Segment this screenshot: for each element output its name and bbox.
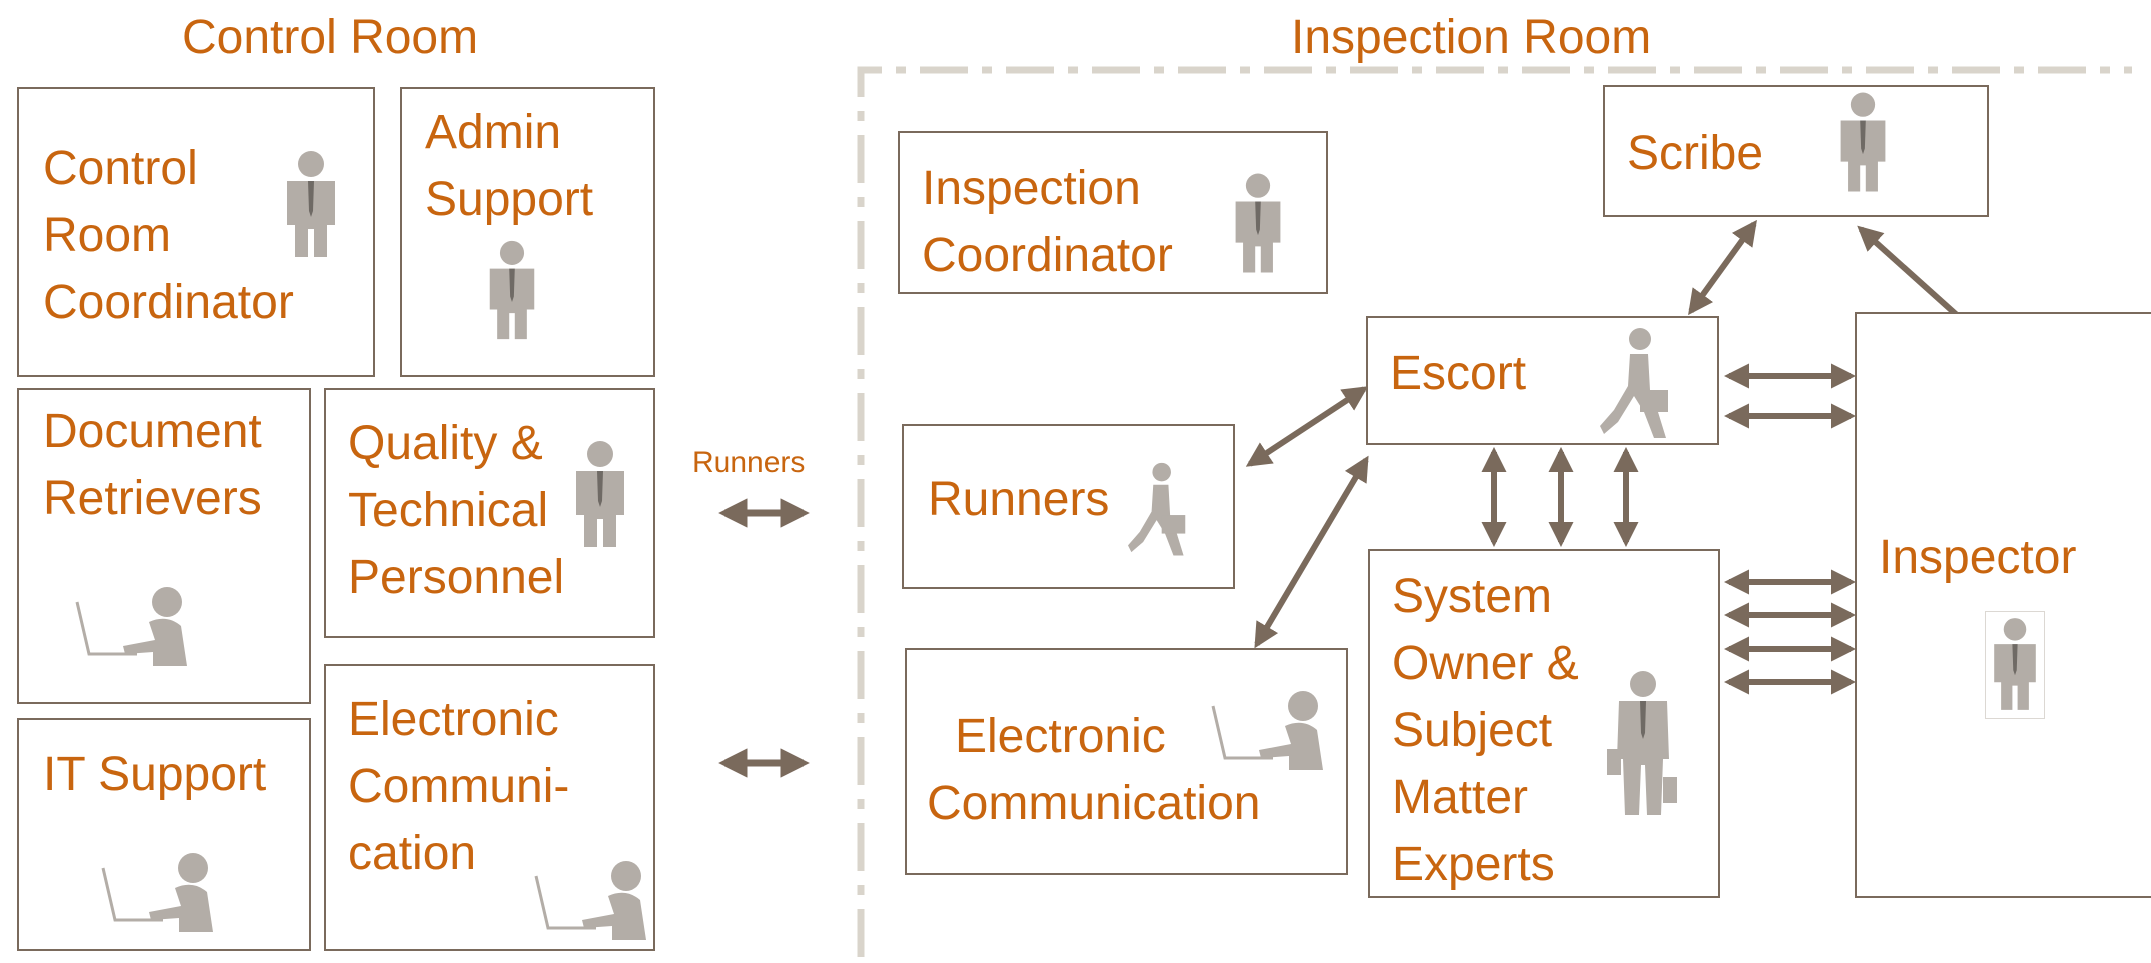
document-retrievers-box: Document Retrievers xyxy=(17,388,311,704)
person-laptop-icon xyxy=(75,587,187,666)
person-standing-icon xyxy=(1994,618,2036,710)
document-retrievers-label: Document Retrievers xyxy=(43,405,262,525)
control-room-coordinator-label: Control Room Coordinator xyxy=(43,142,294,329)
communication-escort-arrow xyxy=(1254,455,1369,649)
system-owner-sme-box: System Owner & Subject Matter Experts xyxy=(1368,549,1720,898)
person-standing-icon xyxy=(287,151,335,257)
admin-support-label: Admin Support xyxy=(425,106,594,226)
inspector-box: Inspector xyxy=(1855,312,2151,898)
person-laptop-icon xyxy=(101,853,213,932)
control-electronic-communication-box: Electronic Communi- cation xyxy=(324,664,655,951)
inspector-label: Inspector xyxy=(1879,531,2077,584)
runners-box: Runners xyxy=(902,424,1235,589)
scribe-box: Scribe xyxy=(1603,85,1989,217)
quality-technical-personnel-box: Quality & Technical Personnel xyxy=(324,388,655,638)
person-standing-icon xyxy=(1235,173,1281,273)
runners-label: Runners xyxy=(928,473,1110,526)
person-walking-briefcase-icon xyxy=(1128,462,1186,556)
person-standing-icon xyxy=(576,441,624,547)
escort-scribe-arrow xyxy=(1688,219,1757,316)
person-briefcase-icon xyxy=(1607,671,1677,815)
scribe-label: Scribe xyxy=(1627,127,1764,180)
inspector-scribe-arrow xyxy=(1857,225,1961,319)
person-walking-briefcase-icon xyxy=(1600,328,1668,438)
control-room-coordinator-box: Control Room Coordinator xyxy=(17,87,375,377)
inspection-room-boundary xyxy=(857,66,2132,957)
control-room-title: Control Room xyxy=(182,11,479,64)
escort-box: Escort xyxy=(1366,316,1719,445)
it-support-label: IT Support xyxy=(43,748,267,801)
inspection-electronic-communication-box: Electronic Communication xyxy=(905,648,1348,875)
inspector-icon-frame xyxy=(1985,611,2045,719)
inspection-coordinator-box: Inspection Coordinator xyxy=(898,131,1328,294)
inspection-room-title: Inspection Room xyxy=(1291,11,1652,64)
person-laptop-icon xyxy=(1211,691,1323,770)
runners-escort-arrow xyxy=(1245,386,1369,467)
escort-label: Escort xyxy=(1390,347,1527,400)
quality-technical-personnel-label: Quality & Technical Personnel xyxy=(348,417,565,604)
person-laptop-icon xyxy=(534,861,646,940)
control-electronic-communication-label: Electronic Communi- cation xyxy=(348,693,570,880)
inspection-coordinator-label: Inspection Coordinator xyxy=(922,162,1173,282)
it-support-box: IT Support xyxy=(17,718,311,951)
admin-support-box: Admin Support xyxy=(400,87,655,377)
person-standing-icon xyxy=(1840,92,1886,192)
system-owner-sme-label: System Owner & Subject Matter Experts xyxy=(1392,570,1579,891)
runners-link-label: Runners xyxy=(692,446,806,479)
person-standing-icon xyxy=(489,240,535,340)
inspection-electronic-communication-label: Electronic Communication xyxy=(927,710,1261,830)
